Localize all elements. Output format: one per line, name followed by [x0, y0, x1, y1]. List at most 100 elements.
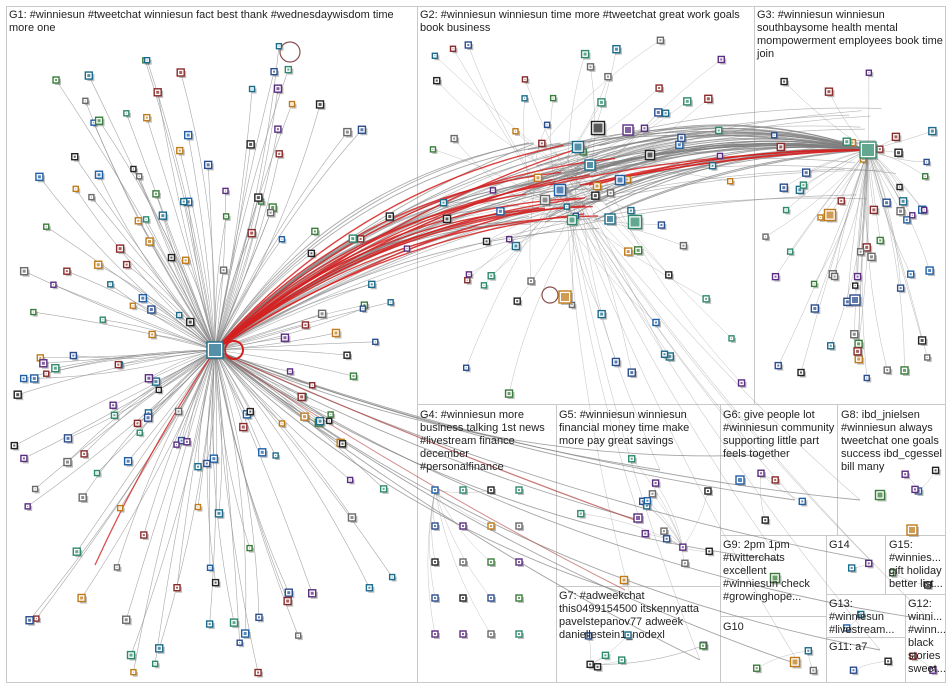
node-avatar [798, 188, 802, 192]
edge [593, 149, 869, 222]
edge [66, 270, 216, 351]
node-avatar [646, 499, 649, 502]
node-avatar [311, 384, 313, 386]
edge [545, 156, 631, 211]
node-avatar [149, 308, 153, 312]
node-avatar [362, 308, 364, 310]
edge [564, 184, 801, 666]
node-avatar [931, 669, 934, 672]
edge [532, 142, 869, 192]
node-avatar [857, 357, 861, 361]
node-avatar [617, 177, 623, 183]
edge [162, 215, 216, 351]
node-avatar [583, 52, 587, 56]
node-avatar [132, 305, 134, 307]
node-avatar [297, 635, 299, 637]
edge [214, 349, 641, 521]
node-avatar [434, 525, 436, 527]
node-avatar [287, 68, 290, 71]
edge [214, 69, 289, 351]
edge [214, 145, 586, 351]
node-avatar [34, 488, 36, 490]
edge [468, 207, 586, 275]
group-box-g8 [837, 404, 946, 536]
edge [517, 211, 572, 302]
edge [67, 349, 216, 439]
node-avatar [178, 149, 181, 152]
node-avatar [773, 134, 775, 136]
node-avatar [764, 519, 767, 522]
edge [98, 120, 216, 351]
node-avatar [205, 462, 208, 465]
node-avatar [518, 597, 520, 599]
edge [214, 349, 393, 578]
node-avatar [147, 376, 151, 380]
node-avatar [148, 240, 152, 244]
node-avatar [804, 171, 808, 175]
node-avatar [27, 505, 29, 507]
edge [574, 168, 732, 339]
node-avatar [655, 321, 658, 324]
edge [854, 149, 869, 335]
edge [468, 44, 538, 184]
node-avatar [462, 525, 464, 527]
node-avatar [208, 623, 211, 626]
node-avatar [656, 110, 660, 114]
edge [214, 197, 259, 351]
node-avatar [859, 250, 862, 253]
edge [214, 349, 276, 456]
node-avatar [209, 344, 221, 356]
node-avatar [52, 284, 54, 286]
node-avatar [904, 473, 907, 476]
node-avatar [178, 314, 180, 316]
node-avatar [466, 279, 468, 281]
node-avatar [222, 269, 225, 272]
edge [130, 349, 216, 656]
node-avatar [328, 420, 330, 422]
edge [214, 205, 593, 351]
node-avatar [886, 369, 889, 372]
node-avatar [281, 238, 283, 240]
edge [214, 142, 561, 351]
node-avatar [66, 436, 70, 440]
node-avatar [147, 411, 150, 414]
node-avatar [132, 671, 134, 673]
node-avatar [658, 87, 661, 90]
edge [214, 349, 881, 651]
node-avatar [75, 550, 79, 554]
node-avatar [764, 236, 766, 238]
node-avatar [176, 586, 179, 589]
edge [214, 103, 293, 351]
edge [564, 184, 701, 661]
group-box-g11 [826, 637, 906, 683]
edge [214, 157, 616, 351]
group-box-g5 [556, 404, 721, 587]
node-avatar [310, 591, 314, 595]
node-avatar [579, 512, 582, 515]
node-avatar [542, 197, 548, 203]
node-avatar [490, 489, 492, 491]
node-avatar [209, 567, 211, 569]
node-avatar [330, 413, 332, 415]
node-avatar [184, 259, 187, 262]
edge [214, 169, 883, 351]
node-avatar [600, 312, 604, 316]
node-avatar [96, 472, 98, 474]
node-avatar [434, 633, 436, 635]
edge [214, 349, 761, 457]
node-avatar [833, 275, 836, 278]
node-avatar [22, 269, 26, 273]
node-avatar [774, 478, 777, 481]
edge [214, 110, 862, 351]
node-avatar [789, 251, 791, 253]
edge [214, 349, 370, 588]
node-avatar [909, 527, 915, 533]
edge [214, 349, 781, 561]
node-avatar [869, 255, 873, 259]
node-avatar [909, 273, 912, 276]
node-avatar [777, 364, 780, 367]
edge [36, 349, 216, 619]
node-avatar [829, 344, 832, 347]
edge [436, 80, 543, 166]
node-avatar [53, 366, 57, 370]
